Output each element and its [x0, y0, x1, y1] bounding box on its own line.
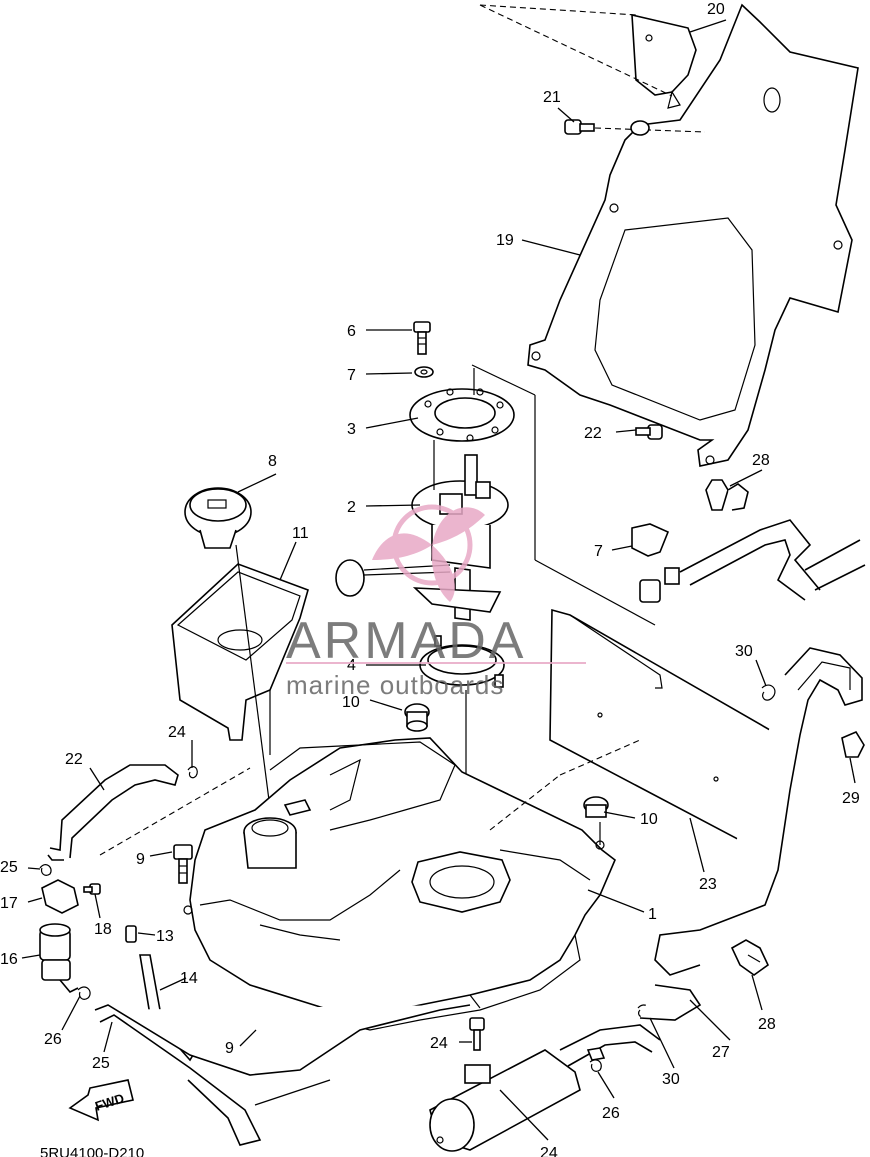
part-1-fuel-tank: [183, 737, 616, 1063]
callout-1: 1: [648, 906, 657, 923]
part-24-clip-lower: [39, 864, 52, 876]
callout-13: 14: [180, 970, 198, 987]
callout-22: 18: [94, 921, 112, 938]
part-10-grommet-left: [404, 703, 430, 732]
diagram-code: 5RU4100-D210: [40, 1145, 144, 1157]
part-18-fuel-filter: [429, 1024, 661, 1152]
callout-7: 7: [594, 543, 603, 560]
callout-11: 11: [292, 525, 309, 542]
callout-29: 29: [842, 790, 860, 807]
part-12-joint: [125, 925, 137, 943]
part-5-bolt: [413, 321, 431, 355]
callout-6: 7: [347, 367, 356, 384]
part-22-screw: [83, 883, 101, 895]
part-3-retaining-plate: [409, 368, 515, 442]
callout-3: 3: [347, 421, 356, 438]
callout-17: 23: [699, 876, 717, 893]
part-15-plate: [479, 4, 697, 109]
watermark-tagline: marine outboards: [286, 670, 504, 700]
callout-24-lower: 25: [0, 859, 18, 876]
part-6-washer: [414, 366, 434, 378]
part-23-vent-hose: [47, 764, 179, 861]
part-26-clip-left: [77, 986, 91, 1000]
part-24-clip-upper: [187, 766, 198, 779]
callout-30-lower: 30: [662, 1071, 680, 1088]
callout-28-lower: 28: [758, 1016, 776, 1033]
part-25-hose: [94, 1004, 471, 1146]
callout-14: 19: [496, 232, 514, 249]
part-19-bolt: [469, 1017, 485, 1051]
callout-30-upper: 30: [735, 643, 753, 660]
part-21-clamp: [41, 879, 79, 914]
callout-5: 6: [347, 323, 356, 340]
armada-logo-icon: [372, 504, 485, 602]
callout-19: 24: [430, 1035, 448, 1052]
armada-watermark: ARMADA marine outboards: [286, 504, 586, 700]
callout-16-upper: 21: [543, 89, 561, 106]
callout-21: 17: [0, 895, 18, 912]
part-11-filler-cup: [171, 544, 309, 809]
vent-hose-right-2: [814, 564, 866, 591]
vent-hose-right: [804, 539, 861, 571]
part-30-clip-upper: [761, 684, 776, 701]
part-4-ring-nut: [419, 635, 505, 688]
part-28-clamp-lower: [730, 939, 770, 976]
callout-16-lower: 22: [584, 425, 602, 442]
part-2-fuel-sender: [335, 454, 509, 621]
vent-hose-upper-inner: [689, 539, 806, 601]
callout-9-upper: 9: [136, 851, 145, 868]
fwd-arrow: FWD: [68, 1079, 134, 1122]
callout-28-upper: 28: [752, 452, 770, 469]
part-26-clip-right: [589, 1059, 602, 1072]
leader-line: [99, 767, 251, 856]
watermark-brand: ARMADA: [286, 612, 526, 670]
part-14-cover-plate: [527, 3, 859, 467]
callout-10-right: 10: [640, 811, 658, 828]
callout-9-lower: 9: [225, 1040, 234, 1057]
callout-2: 2: [347, 499, 356, 516]
callout-20: 16: [0, 951, 18, 968]
callout-10-left: 10: [342, 694, 360, 711]
drain-hose-right: [654, 647, 863, 976]
part-27-hose: [639, 984, 702, 1021]
callout-24-upper: 24: [168, 724, 186, 741]
callout-18: 24: [540, 1145, 558, 1157]
callout-26-left: 26: [44, 1031, 62, 1048]
part-10-grommet-right: [583, 796, 609, 818]
part-7-hose-connector: [631, 523, 680, 603]
part-28-clamp-upper: [705, 479, 749, 511]
part-9-bolt-upper: [173, 844, 193, 884]
callout-leaders: [21, 19, 856, 1141]
callout-27: 27: [712, 1044, 730, 1061]
leader-line: [471, 364, 536, 396]
part-29-joint: [841, 730, 865, 758]
leader-line: [534, 559, 656, 626]
part-16-grommet-lower: [635, 424, 663, 440]
callout-12: 13: [156, 928, 174, 945]
part-8-filler-cap: [184, 487, 252, 549]
callout-8: 8: [268, 453, 277, 470]
callout-4: 4: [347, 657, 356, 674]
callout-26-right: 26: [602, 1105, 620, 1122]
callout-23: 22: [65, 751, 83, 768]
callout-15: 20: [707, 1, 725, 18]
part-16-grommet-upper: [564, 119, 706, 136]
part-20-filter: [39, 923, 79, 993]
callout-25: 25: [92, 1055, 110, 1072]
